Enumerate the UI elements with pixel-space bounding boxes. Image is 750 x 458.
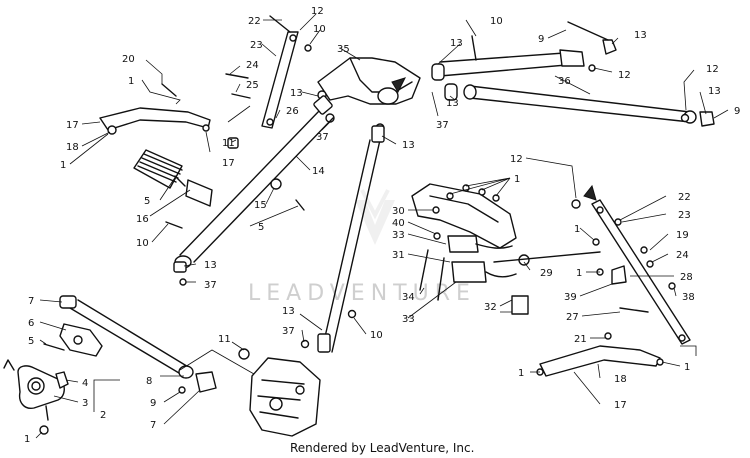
- callout-2: 2: [100, 410, 106, 421]
- callout-33: 33: [392, 230, 405, 241]
- callout-12: 12: [311, 6, 324, 17]
- callout-11: 11: [218, 334, 231, 345]
- callout-1: 1: [518, 368, 524, 379]
- callout-27: 27: [566, 312, 579, 323]
- callout-24: 24: [676, 250, 689, 261]
- callout-labels: 22 12 10 35 23 24 25 26 20 1 17 18 1 11 …: [24, 6, 740, 445]
- callout-32: 32: [484, 302, 497, 313]
- callout-35: 35: [337, 44, 350, 55]
- callout-16: 16: [136, 214, 149, 225]
- callout-13: 13: [290, 88, 303, 99]
- callout-37: 37: [316, 132, 329, 143]
- callout-3: 3: [82, 398, 88, 409]
- callout-37: 37: [282, 326, 295, 337]
- callout-6: 6: [28, 318, 34, 329]
- callout-23: 23: [250, 40, 263, 51]
- callout-10: 10: [490, 16, 503, 27]
- callout-13: 13: [402, 140, 415, 151]
- callout-30: 30: [392, 206, 405, 217]
- steering-column-assembly: [3, 15, 715, 437]
- callout-25: 25: [246, 80, 259, 91]
- callout-22: 22: [678, 192, 691, 203]
- callout-10: 10: [370, 330, 383, 341]
- callout-24: 24: [246, 60, 259, 71]
- callout-1: 1: [684, 362, 690, 373]
- callout-1: 1: [574, 224, 580, 235]
- callout-37: 37: [204, 280, 217, 291]
- callout-12: 12: [510, 154, 523, 165]
- rendered-by-credit: Rendered by LeadVenture, Inc.: [290, 441, 474, 455]
- callout-7: 7: [150, 420, 156, 431]
- callout-5: 5: [28, 336, 34, 347]
- callout-29: 29: [540, 268, 553, 279]
- callout-13: 13: [282, 306, 295, 317]
- callout-17: 17: [66, 120, 79, 131]
- leader-lines: [35, 13, 729, 439]
- callout-1: 1: [24, 434, 30, 445]
- callout-10: 10: [136, 238, 149, 249]
- callout-19: 19: [676, 230, 689, 241]
- callout-18: 18: [614, 374, 627, 385]
- callout-5: 5: [144, 196, 150, 207]
- callout-9: 9: [734, 106, 740, 117]
- callout-5: 5: [258, 222, 264, 233]
- callout-23: 23: [678, 210, 691, 221]
- callout-14: 14: [312, 166, 325, 177]
- callout-20: 20: [122, 54, 135, 65]
- callout-22: 22: [248, 16, 261, 27]
- callout-12: 12: [706, 64, 719, 75]
- watermark: LEADVENTURE: [248, 281, 476, 306]
- watermark-logo: [355, 189, 395, 245]
- callout-1: 1: [576, 268, 582, 279]
- callout-1: 1: [60, 160, 66, 171]
- callout-40: 40: [392, 218, 405, 229]
- callout-36: 36: [558, 76, 571, 87]
- callout-10: 10: [313, 24, 326, 35]
- callout-17: 17: [222, 158, 235, 169]
- callout-26: 26: [286, 106, 299, 117]
- callout-13: 13: [204, 260, 217, 271]
- callout-13: 13: [634, 30, 647, 41]
- callout-1: 1: [514, 174, 520, 185]
- callout-21: 21: [574, 334, 587, 345]
- callout-18: 18: [66, 142, 79, 153]
- callout-33: 33: [402, 314, 415, 325]
- callout-13: 13: [708, 86, 721, 97]
- callout-13: 13: [446, 98, 459, 109]
- callout-9: 9: [538, 34, 544, 45]
- callout-4: 4: [82, 378, 88, 389]
- callout-7: 7: [28, 296, 34, 307]
- callout-12: 12: [618, 70, 631, 81]
- callout-31: 31: [392, 250, 405, 261]
- callout-11: 11: [222, 138, 235, 149]
- callout-13: 13: [450, 38, 463, 49]
- callout-39: 39: [564, 292, 577, 303]
- callout-17: 17: [614, 400, 627, 411]
- callout-34: 34: [402, 292, 415, 303]
- callout-37: 37: [436, 120, 449, 131]
- callout-8: 8: [146, 376, 152, 387]
- callout-1: 1: [128, 76, 134, 87]
- callout-38: 38: [682, 292, 695, 303]
- callout-15: 15: [254, 200, 267, 211]
- callout-9: 9: [150, 398, 156, 409]
- callout-28: 28: [680, 272, 693, 283]
